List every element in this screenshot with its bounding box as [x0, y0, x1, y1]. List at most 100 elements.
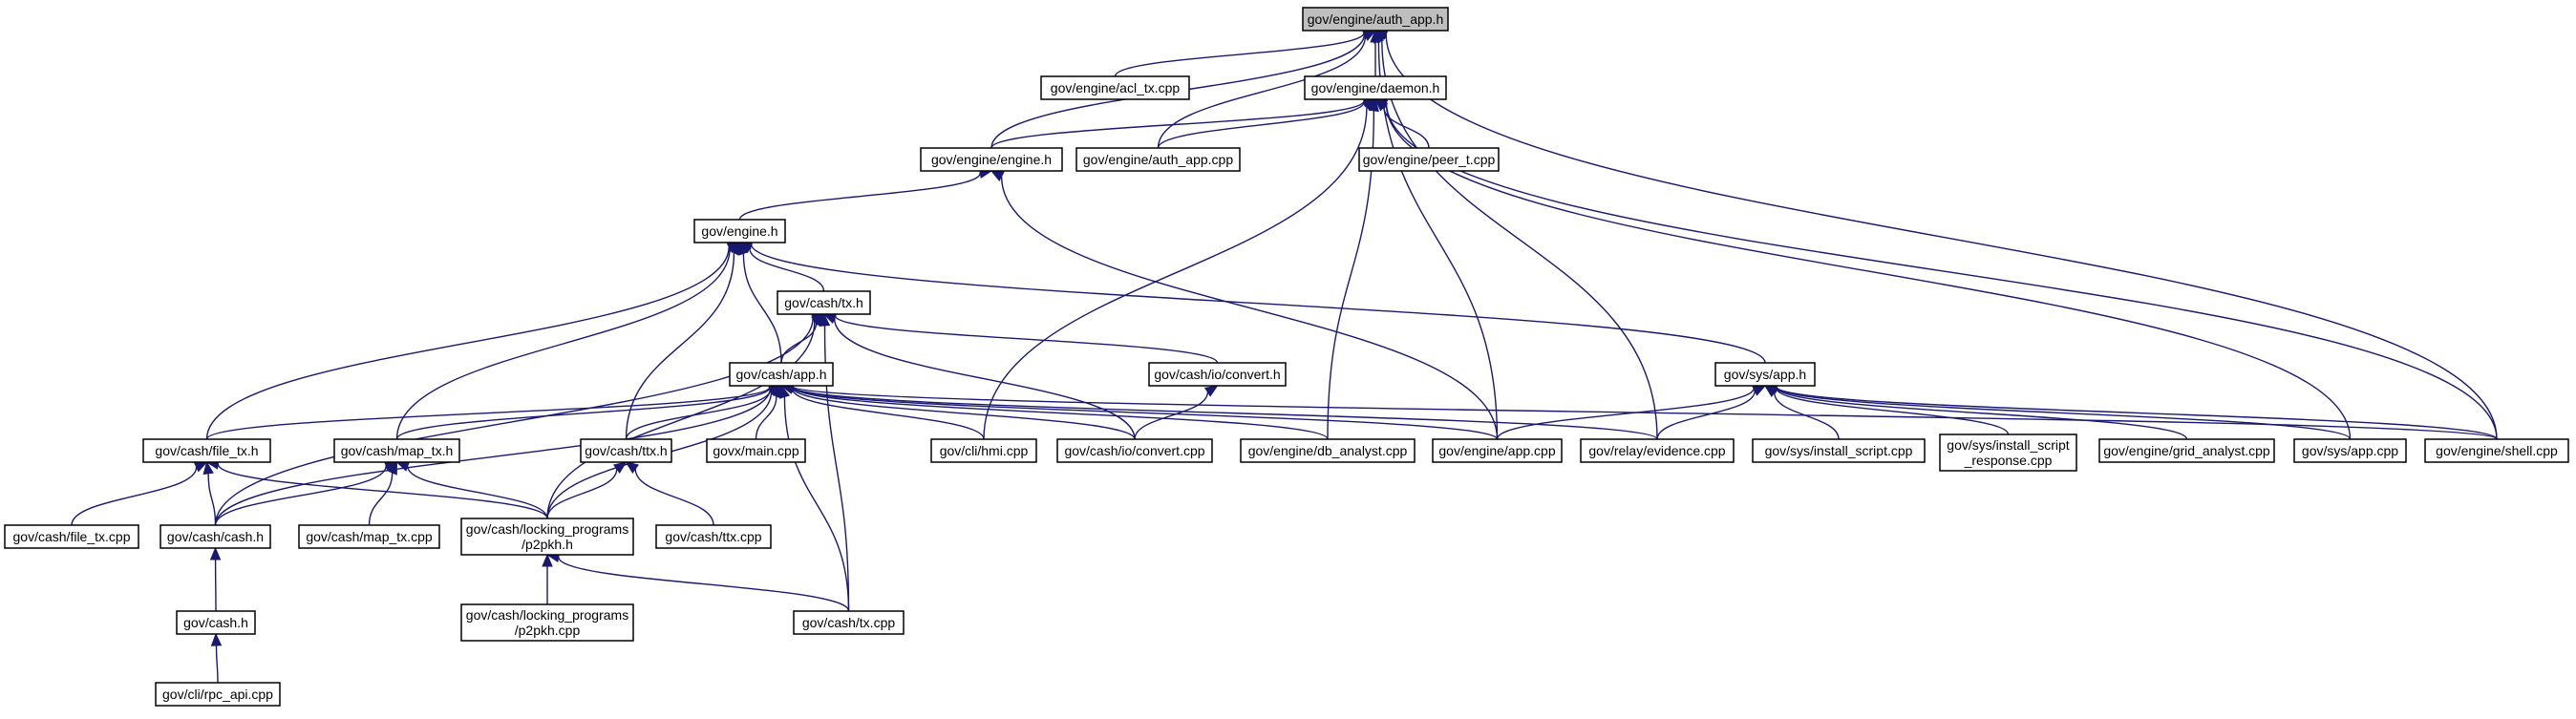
edge-line [1134, 391, 1209, 440]
edge-grid_analyst_cpp-to-sys_app_h [1763, 381, 2188, 440]
arrowhead [612, 461, 628, 474]
arrowhead [625, 461, 640, 474]
node-io-convert-h[interactable]: gov/cash/io/convert.h [1148, 362, 1287, 387]
node-cash-tx-h[interactable]: gov/cash/tx.h [777, 290, 871, 315]
node-box [176, 610, 256, 635]
node-label: gov/sys/install_script [1947, 437, 2069, 453]
node-peer-t-cpp[interactable]: gov/engine/peer_t.cpp [1358, 147, 1500, 172]
edge-line [1385, 102, 2352, 440]
edge-acl_tx_cpp-to-auth_app_h [1114, 27, 1377, 77]
node-engine-h[interactable]: gov/engine.h [693, 219, 786, 243]
node-hmi-cpp[interactable]: gov/cli/hmi.cpp [930, 438, 1037, 463]
node-daemon-h[interactable]: gov/engine/daemon.h [1304, 75, 1447, 100]
node-label: govx/main.cpp [713, 443, 798, 458]
node-engine-app-cpp[interactable]: gov/engine/app.cpp [1432, 438, 1563, 463]
node-box [706, 438, 806, 463]
arrowhead [202, 460, 214, 476]
node-auth-app-cpp[interactable]: gov/engine/auth_app.cpp [1075, 147, 1241, 172]
node-box [298, 524, 440, 549]
node-cash-tx-cpp[interactable]: gov/cash/tx.cpp [793, 610, 905, 635]
edge-sys_app_cpp-to-daemon_h [1373, 97, 2352, 440]
node-p2pkh-cpp[interactable]: gov/cash/locking_programs/p2pkh.cpp [460, 603, 634, 642]
edge-line [207, 473, 217, 526]
edge-p2pkh_h-to-file_tx_h [205, 458, 548, 519]
edge-sys_app_h-to-engine_h [738, 238, 1766, 364]
edge-line [983, 106, 1368, 440]
node-db-analyst-cpp[interactable]: gov/engine/db_analyst.cpp [1240, 438, 1416, 463]
node-sys-app-h[interactable]: gov/sys/app.h [1714, 362, 1816, 387]
edge-cash_h-to-cash_cash_h [209, 546, 222, 612]
arrowhead [819, 312, 831, 327]
node-box [1358, 147, 1500, 172]
edge-line [755, 395, 777, 440]
edge-line [1776, 388, 2010, 435]
node-io-convert-cpp[interactable]: gov/cash/io/convert.cpp [1056, 438, 1213, 463]
node-engine-engine-h[interactable]: gov/engine/engine.h [920, 147, 1063, 172]
node-label: gov/engine/engine.h [931, 152, 1052, 167]
node-install-script-response-cpp[interactable]: gov/sys/install_script_response.cpp [1939, 434, 2077, 472]
node-p2pkh-h[interactable]: gov/cash/locking_programs/p2pkh.h [460, 518, 634, 556]
node-acl-tx-cpp[interactable]: gov/engine/acl_tx.cpp [1040, 75, 1190, 100]
edge-map_tx_h-to-cash_app_h [395, 382, 783, 440]
node-label: gov/engine.h [701, 223, 777, 239]
edge-line [71, 466, 198, 526]
node-box [930, 438, 1037, 463]
arrowhead [1368, 97, 1379, 113]
edge-line [625, 389, 772, 440]
node-ttx-h[interactable]: gov/cash/ttx.h [580, 438, 672, 463]
arrowhead [542, 553, 553, 567]
node-shell-cpp[interactable]: gov/engine/shell.cpp [2424, 438, 2569, 463]
node-auth-app-h[interactable]: gov/engine/auth_app.h [1302, 7, 1449, 32]
node-map-tx-cpp[interactable]: gov/cash/map_tx.cpp [298, 524, 440, 549]
node-govx-main-cpp[interactable]: govx/main.cpp [706, 438, 806, 463]
node-ttx-cpp[interactable]: gov/cash/ttx.cpp [655, 524, 772, 549]
edge-line [395, 247, 731, 440]
edge-line [1000, 176, 1499, 440]
edge-line [750, 243, 1766, 364]
node-label: gov/engine/db_analyst.cpp [1248, 443, 1408, 458]
node-box [1432, 438, 1563, 463]
node-box [693, 219, 786, 243]
edge-line [217, 463, 548, 519]
node-label: gov/sys/app.cpp [2302, 443, 2398, 458]
edge-line [625, 252, 735, 440]
node-label: gov/cash/file_tx.cpp [13, 529, 131, 544]
arrowhead [779, 384, 791, 399]
edge-line [407, 466, 548, 519]
edge-line [738, 172, 981, 221]
node-label: gov/cash/io/convert.h [1154, 367, 1280, 382]
edge-line [214, 388, 772, 526]
node-evidence-cpp[interactable]: gov/relay/evidence.cpp [1580, 438, 1735, 463]
edge-line [546, 321, 816, 519]
edge-install_script_cpp-to-sys_app_h [1763, 385, 1840, 440]
edge-shell_cpp-to-sys_app_h [1763, 381, 2498, 440]
node-box [1752, 438, 1926, 463]
nodes-layer: gov/engine/auth_app.h gov/engine/acl_tx.c… [4, 7, 2569, 707]
node-rpc-api-cpp[interactable]: gov/cli/rpc_api.cpp [155, 682, 281, 707]
node-file-tx-cpp[interactable]: gov/cash/file_tx.cpp [4, 524, 139, 549]
edge-line [205, 386, 771, 440]
node-sys-app-cpp[interactable]: gov/sys/app.cpp [2293, 438, 2407, 463]
node-cash-h[interactable]: gov/cash.h [176, 610, 256, 635]
edge-line [792, 385, 2498, 440]
edge-line [214, 465, 387, 526]
edge-line [1383, 106, 1430, 149]
node-label: gov/cash/file_tx.h [155, 443, 258, 458]
node-file-tx-h[interactable]: gov/cash/file_tx.h [142, 438, 271, 463]
edge-line [792, 386, 1329, 440]
edge-cash_tx_cpp-to-cash_app_h [779, 384, 850, 612]
node-grid-analyst-cpp[interactable]: gov/engine/grid_analyst.cpp [2098, 438, 2275, 463]
node-box [655, 524, 772, 549]
edge-line [1114, 32, 1365, 77]
edge-line [792, 386, 1499, 440]
edge-cash_cash_h-to-file_tx_h [202, 460, 217, 526]
node-label: gov/engine/auth_app.h [1308, 11, 1443, 27]
node-cash-app-h[interactable]: gov/cash/app.h [729, 362, 834, 387]
edge-line [792, 387, 1136, 440]
edge-p2pkh_cpp-to-p2pkh_h [542, 553, 553, 605]
node-box [729, 362, 834, 387]
arrowhead [387, 460, 398, 476]
node-install-script-cpp[interactable]: gov/sys/install_script.cpp [1752, 438, 1926, 463]
node-cash-cash-h[interactable]: gov/cash/cash.h [160, 524, 271, 549]
node-map-tx-h[interactable]: gov/cash/map_tx.h [333, 438, 460, 463]
